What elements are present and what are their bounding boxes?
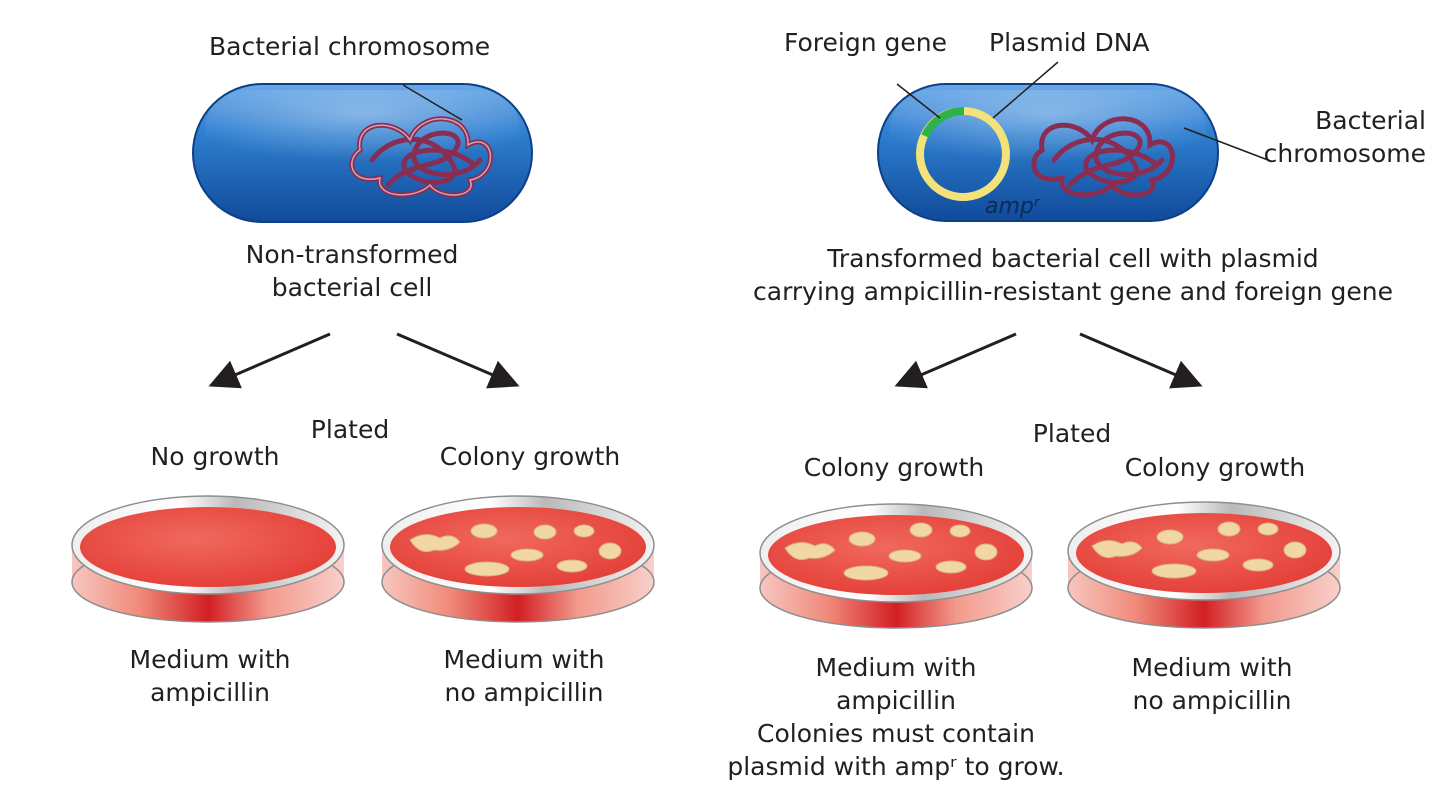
transformed-caption: Transformed bacterial cell with plasmid … — [720, 242, 1426, 308]
plated-label-right: Plated — [1032, 419, 1112, 448]
non-transformed-cell — [192, 83, 533, 223]
chromosome-right-leader-line — [1183, 127, 1269, 161]
colonies — [784, 522, 998, 581]
arrow-left-b — [396, 332, 520, 389]
non-transformed-caption: Non-transformed bacterial cell — [222, 238, 482, 304]
medium-label-left-b: Medium with no ampicillin — [404, 643, 644, 709]
chromosome-leader-line — [402, 84, 463, 121]
medium-line: no ampicillin — [444, 678, 604, 707]
foreign-gene-leader-line — [896, 83, 941, 119]
plasmid-dna-label: Plasmid DNA — [989, 28, 1150, 57]
transformed-cell — [877, 83, 1219, 222]
plated-label-left: Plated — [310, 415, 390, 444]
colony-growth-label-right-a: Colony growth — [803, 453, 985, 482]
label-line: Bacterial — [1315, 106, 1426, 135]
medium-line: Medium with — [129, 645, 291, 674]
medium-line: Medium with — [443, 645, 605, 674]
plasmid-ring — [916, 107, 1010, 201]
colonies — [1091, 521, 1307, 579]
caption-line: Non-transformed — [245, 240, 459, 269]
colony-growth-label-left: Colony growth — [439, 442, 621, 471]
medium-line: Colonies must contain — [757, 719, 1035, 748]
petri-dish-left-no-ampicillin — [381, 495, 655, 623]
caption-line: carrying ampicillin-resistant gene and f… — [753, 277, 1393, 306]
arrow-right-b — [1079, 332, 1203, 389]
caption-line: Transformed bacterial cell with plasmid — [827, 244, 1319, 273]
bacterial-chromosome-right-label: Bacterial chromosome — [1220, 104, 1426, 170]
bacterial-chromosome-right — [1031, 116, 1175, 198]
plasmid-leader-line — [992, 61, 1059, 119]
foreign-gene-label: Foreign gene — [784, 28, 947, 57]
arrow-right-a — [894, 332, 1017, 389]
bacterial-chromosome-label: Bacterial chromosome — [209, 32, 491, 61]
petri-dish-right-no-ampicillin — [1067, 501, 1341, 629]
foreign-gene-segment — [921, 107, 965, 138]
medium-line: ampicillin — [836, 686, 956, 715]
medium-line: ampicillin — [150, 678, 270, 707]
medium-label-right-b: Medium with no ampicillin — [1092, 651, 1332, 717]
medium-line: Medium with — [1131, 653, 1293, 682]
label-line: chromosome — [1263, 139, 1426, 168]
medium-label-right-a: Medium with ampicillin Colonies must con… — [686, 651, 1106, 783]
petri-dish-right-ampicillin — [759, 503, 1033, 629]
medium-label-left-a: Medium with ampicillin — [90, 643, 330, 709]
amp-gene-label: ampʳ — [985, 194, 1040, 219]
petri-dish-left-ampicillin — [71, 495, 345, 623]
no-growth-label: No growth — [150, 442, 280, 471]
arrow-left-a — [208, 332, 331, 389]
colonies — [409, 523, 622, 577]
medium-line: Medium with — [815, 653, 977, 682]
caption-line: bacterial cell — [271, 273, 433, 302]
medium-line: no ampicillin — [1132, 686, 1292, 715]
colony-growth-label-right-b: Colony growth — [1124, 453, 1306, 482]
medium-line: plasmid with ampʳ to grow. — [727, 752, 1065, 781]
